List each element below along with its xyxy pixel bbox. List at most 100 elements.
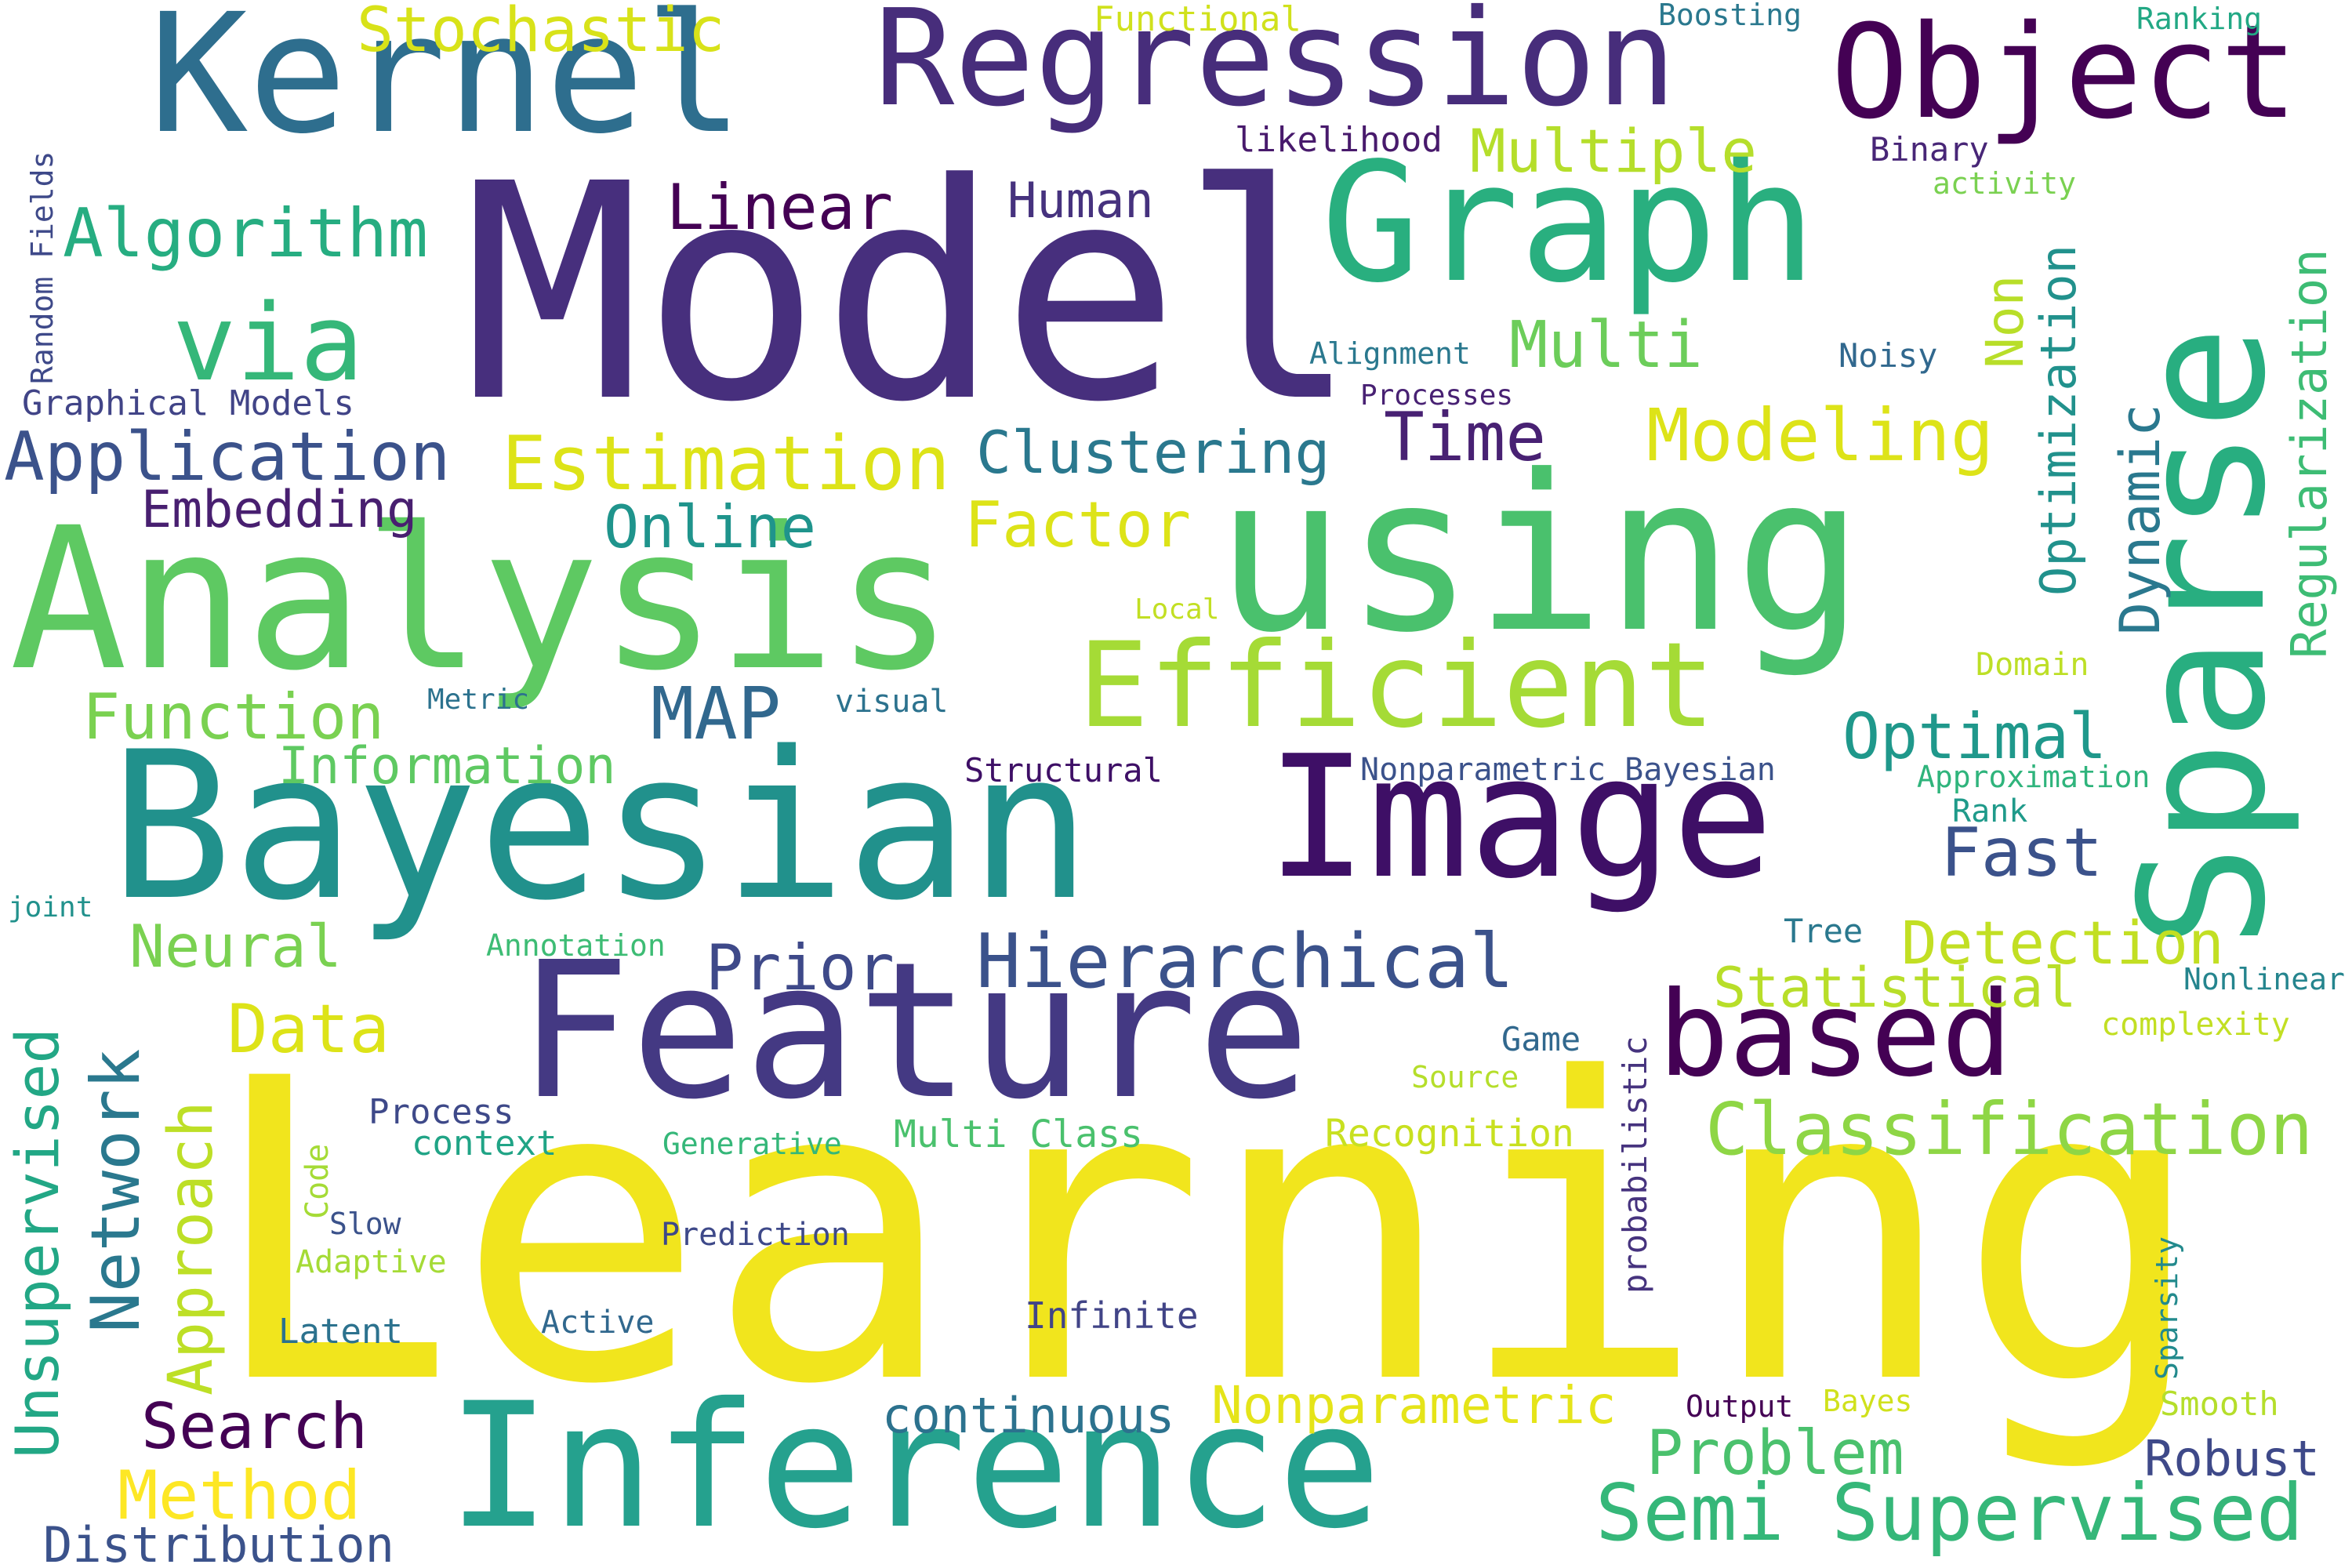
word-time: Time (1384, 398, 1547, 477)
word-detection: Detection (1901, 908, 2224, 978)
word-problem: Problem (1646, 1418, 1904, 1489)
word-slow: Slow (329, 1207, 401, 1241)
word-structural: Structural (964, 751, 1163, 789)
word-game: Game (1501, 1020, 1581, 1058)
word-modeling: Modeling (1646, 394, 1994, 477)
word-domain: Domain (1976, 647, 2089, 683)
word-probabilistic: probabilistic (1616, 1036, 1654, 1294)
word-local: Local (1134, 593, 1220, 626)
word-human: Human (1007, 172, 1154, 229)
word-bayesian: Bayesian (110, 709, 1092, 946)
word-non: Non (1975, 274, 2035, 368)
word-annotation: Annotation (486, 928, 666, 963)
word-ranking: Ranking (2136, 2, 2263, 36)
word-embedding: Embedding (141, 481, 418, 539)
word-sparsity: Sparsity (2150, 1236, 2184, 1380)
word-latent: Latent (278, 1312, 403, 1352)
word-hierarchical: Hierarchical (976, 919, 1515, 1005)
word-function: Function (82, 681, 385, 753)
word-learning: Learning (205, 991, 2207, 1475)
word-inference: Inference (447, 1366, 1382, 1566)
word-kernel: Kernel (149, 0, 744, 170)
word-nonlinear: Nonlinear (2183, 962, 2345, 996)
word-stochastic: Stochastic (357, 0, 725, 66)
word-source: Source (1411, 1060, 1519, 1094)
word-factor: Factor (964, 488, 1191, 561)
word-graph: Graph (1321, 127, 1817, 319)
word-nonparametric: Nonparametric (1211, 1375, 1617, 1436)
word-network: Network (77, 1048, 155, 1333)
word-multi: Multi (1509, 308, 1703, 383)
word-rank: Rank (1952, 793, 2028, 829)
word-optimization: Optimization (2030, 245, 2087, 596)
word-prediction: Prediction (661, 1217, 850, 1253)
word-adaptive: Adaptive (296, 1244, 447, 1280)
word-process: Process (368, 1092, 514, 1132)
word-noisy: Noisy (1838, 336, 1938, 375)
word-multiple: Multiple (1470, 116, 1758, 186)
word-efficient: Efficient (1078, 618, 1715, 754)
word-method: Method (118, 1457, 361, 1535)
word-bayes: Bayes (1823, 1384, 1913, 1418)
word-recognition: Recognition (1325, 1112, 1574, 1156)
word-online: Online (604, 492, 816, 561)
word-data: Data (227, 990, 390, 1069)
word-via: via (172, 281, 364, 405)
word-robust: Robust (2144, 1430, 2320, 1487)
word-based: based (1658, 967, 2013, 1103)
word-alignment: Alignment (1309, 336, 1471, 371)
word-generative: Generative (662, 1127, 842, 1161)
word-application: Application (4, 418, 451, 496)
word-multi-class: Multi Class (894, 1112, 1143, 1156)
word-using: using (1215, 429, 1864, 680)
word-statistical: Statistical (1713, 956, 2077, 1020)
word-information: Information (278, 737, 616, 796)
word-linear: Linear (666, 171, 893, 244)
word-prior: Prior (706, 931, 895, 1004)
word-active: Active (541, 1305, 655, 1341)
word-complexity: complexity (2101, 1007, 2290, 1043)
word-regularization: Regularization (2281, 249, 2338, 659)
word-binary: Binary (1870, 130, 1989, 169)
word-image: Image (1266, 719, 1774, 916)
word-optimal: Optimal (1842, 700, 2107, 773)
word-model: Model (463, 120, 1359, 467)
word-dynamic: Dynamic (2108, 403, 2172, 635)
word-code: Code (299, 1143, 336, 1219)
word-output: Output (1686, 1389, 1794, 1424)
word-map: MAP (651, 672, 782, 756)
word-semi-supervised: Semi Supervised (1595, 1467, 2304, 1559)
word-neural: Neural (129, 912, 342, 981)
word-activity: activity (1933, 166, 2077, 201)
word-smooth: Smooth (2160, 1385, 2279, 1423)
word-approximation: Approximation (1917, 760, 2151, 794)
word-approach: Approach (156, 1101, 227, 1396)
word-regression: Regression (874, 0, 1677, 136)
word-algorithm: Algorithm (63, 194, 428, 273)
word-joint: joint (8, 891, 93, 924)
word-object: Object (1831, 0, 2299, 147)
word-random-fields: Random Fields (25, 151, 60, 384)
word-graphical-models: Graphical Models (22, 383, 354, 423)
word-infinite: Infinite (1025, 1294, 1199, 1337)
word-unsupervised: Unsupervised (2, 1027, 72, 1458)
word-metric: Metric (427, 684, 530, 716)
word-functional: Functional (1094, 0, 1301, 39)
word-visual: visual (835, 684, 949, 720)
word-analysis: Analysis (9, 485, 954, 713)
word-classification: Classification (1705, 1087, 2314, 1171)
word-tree: Tree (1784, 912, 1864, 950)
word-continuous: continuous (882, 1387, 1175, 1444)
word-clustering: Clustering (976, 418, 1330, 487)
word-distribution: Distribution (43, 1516, 394, 1568)
word-nonparametric-bayesian: Nonparametric Bayesian (1360, 752, 1776, 788)
word-context: context (412, 1123, 557, 1163)
word-boosting: Boosting (1658, 0, 1802, 32)
word-search: Search (141, 1390, 368, 1463)
word-fast: Fast (1940, 814, 2103, 892)
word-likelihood: likelihood (1235, 120, 1443, 160)
word-feature: Feature (517, 921, 1311, 1141)
word-estimation: Estimation (502, 421, 950, 507)
word-processes: Processes (1360, 379, 1514, 412)
